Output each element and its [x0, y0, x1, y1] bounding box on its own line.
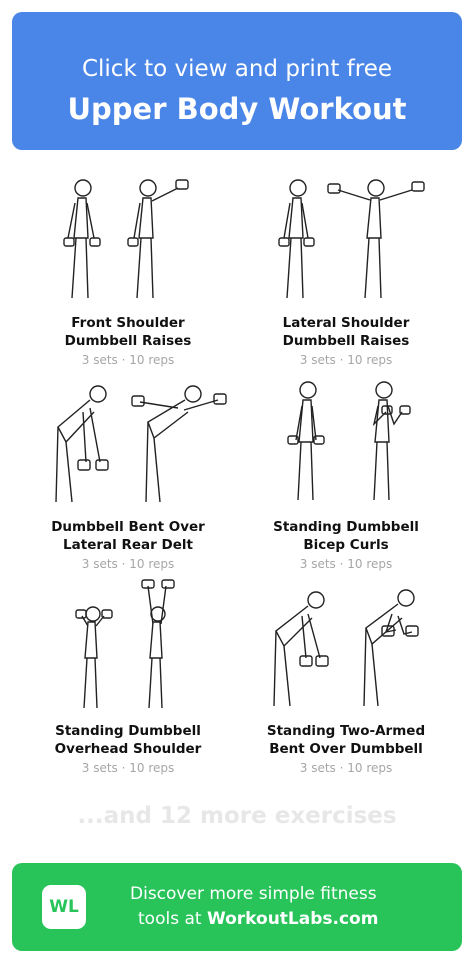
exercise-illustration — [75, 579, 175, 709]
footer-line2: tools at WorkoutLabs.com — [138, 909, 379, 929]
exercise-meta: 3 sets · 10 reps — [81, 761, 175, 775]
exercise-illustration — [273, 589, 419, 707]
promo-banner[interactable]: Click to view and print free Upper Body … — [12, 12, 462, 150]
workoutlabs-logo: WL — [42, 885, 86, 929]
exercise-meta: 3 sets · 10 reps — [299, 557, 393, 571]
footer-site-link[interactable]: WorkoutLabs.com — [206, 909, 379, 929]
exercise-illustration — [63, 179, 189, 299]
exercise-meta: 3 sets · 10 reps — [299, 761, 393, 775]
exercise-meta: 3 sets · 10 reps — [81, 353, 175, 367]
banner-title: Upper Body Workout — [67, 92, 407, 126]
exercise-meta: 3 sets · 10 reps — [299, 353, 393, 367]
exercise-meta: 3 sets · 10 reps — [81, 557, 175, 571]
banner-subtitle: Click to view and print free — [81, 56, 393, 82]
exercise-illustration — [287, 381, 411, 501]
footer-line1: Discover more simple fitness — [130, 884, 377, 904]
more-exercises-text: ...and 12 more exercises — [77, 803, 397, 829]
workoutlabs-banner[interactable]: WL Discover more simple fitness tools at… — [12, 863, 462, 951]
exercise-illustration — [278, 179, 425, 299]
exercise-illustration — [55, 385, 227, 503]
